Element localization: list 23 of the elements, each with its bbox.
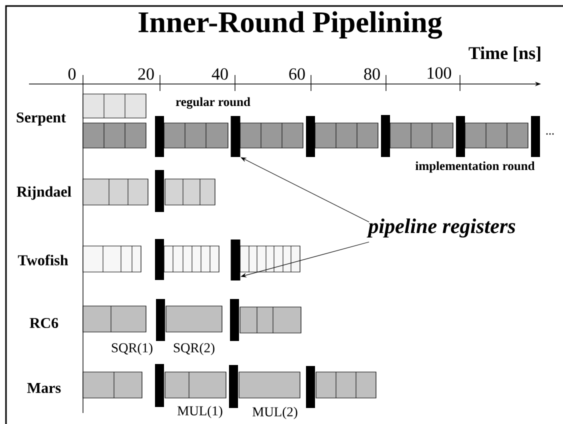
- axis-title: Time [ns]: [468, 46, 540, 62]
- row-label: Mars: [27, 383, 61, 393]
- row-label: Twofish: [18, 254, 68, 266]
- tick-label: 60: [289, 68, 305, 80]
- row-label: Rijndael: [16, 186, 72, 200]
- round-label: implementation round: [416, 161, 535, 173]
- callout-text: pipeline registers: [366, 218, 516, 238]
- title: Inner-Round Pipelining: [138, 11, 442, 39]
- tick-label: 20: [138, 68, 154, 80]
- round-label: regular round: [176, 97, 250, 109]
- tick-label: 40: [212, 68, 228, 80]
- tick-label: 0: [68, 68, 76, 80]
- operation-label: SQR(2): [174, 342, 214, 356]
- tick-label: 100: [428, 67, 452, 79]
- operation-label: MUL(1): [178, 406, 222, 418]
- row-label: Serpent: [16, 112, 66, 126]
- register-bar: [230, 116, 240, 157]
- operation-label: MUL(2): [252, 406, 298, 420]
- ellipsis: ...: [546, 133, 554, 135]
- tick-label: 80: [364, 68, 380, 80]
- operation-label: SQR(1): [112, 342, 152, 356]
- register-bar: [230, 240, 240, 280]
- row-label: RC6: [30, 318, 58, 328]
